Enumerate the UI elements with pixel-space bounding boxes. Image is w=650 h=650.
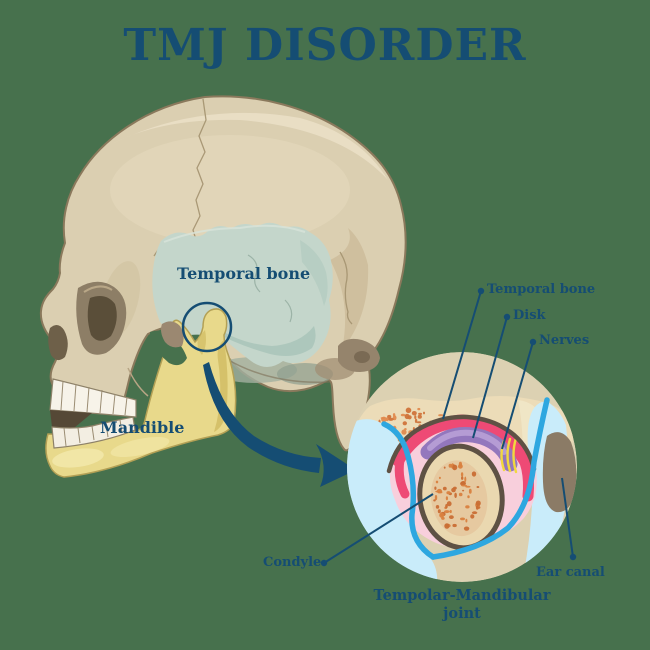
leader-temporal-bone bbox=[442, 290, 482, 420]
ear-canal bbox=[542, 432, 577, 513]
capsule-outline-cyan bbox=[381, 397, 550, 560]
leader-lines bbox=[323, 290, 574, 564]
inset-caption-joint: Tempolar-Mandibular joint bbox=[356, 587, 568, 623]
leader-disk bbox=[472, 316, 508, 439]
cranium-sheen bbox=[110, 112, 388, 180]
cranium-shadow bbox=[330, 228, 369, 350]
skull-label-mandible: Mandible bbox=[100, 418, 185, 437]
leader-dots bbox=[320, 287, 577, 567]
cheek-line bbox=[127, 367, 149, 397]
inset-label-disk: Disk bbox=[513, 308, 546, 323]
eye-socket-rim bbox=[83, 285, 113, 293]
zoom-arrow bbox=[203, 362, 356, 487]
mandibular-fossa-outline bbox=[386, 414, 537, 474]
nasal-aperture bbox=[48, 324, 68, 361]
mouth-gap bbox=[50, 410, 92, 428]
caption-line1: Tempolar-Mandibular bbox=[373, 587, 551, 604]
cranium-highlight bbox=[110, 135, 350, 245]
skull-label-temporal-bone: Temporal bone bbox=[177, 264, 311, 283]
inset-label-condyle: Condyle bbox=[263, 555, 322, 570]
leader-nerves bbox=[501, 341, 534, 450]
condyle-spongy-speckles bbox=[433, 461, 481, 531]
inset-temporal-bone bbox=[347, 396, 573, 478]
articular-eminence-knob bbox=[161, 321, 184, 348]
temporal-bone-region bbox=[152, 222, 333, 367]
leader-condyle bbox=[323, 493, 434, 564]
tmj-inset-diagram bbox=[347, 352, 577, 582]
leader-ear-canal bbox=[561, 477, 574, 558]
zygomatic-gap bbox=[150, 330, 187, 366]
skull-illustration bbox=[39, 95, 407, 487]
lower-teeth bbox=[51, 416, 136, 449]
articular-disk bbox=[420, 427, 518, 472]
caption-line2: joint bbox=[443, 605, 481, 623]
mastoid-lump-core bbox=[354, 351, 370, 363]
inset-label-ear-canal: Ear canal bbox=[536, 565, 605, 580]
inset-label-nerves: Nerves bbox=[539, 333, 590, 348]
inset-label-temporal-bone: Temporal bone bbox=[487, 282, 596, 297]
tmj-focus-circle bbox=[181, 301, 233, 353]
page-title: TMJ DISORDER bbox=[123, 20, 527, 71]
skull-base-line bbox=[224, 357, 331, 384]
eye-socket-inner bbox=[87, 296, 117, 341]
